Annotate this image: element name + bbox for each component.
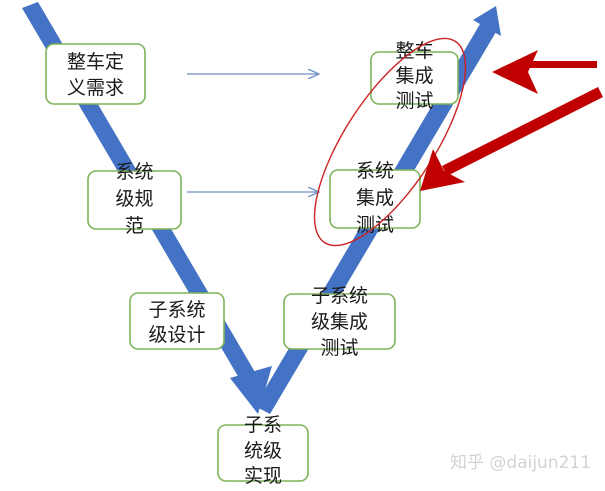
node-subsystem-design-line-1: 子系统 xyxy=(148,299,205,321)
node-vehicle-requirements-line-2: 义需求 xyxy=(67,77,124,99)
node-subsystem-integration-test-line-2: 级集成 xyxy=(311,311,368,333)
pointer-arrow-upper xyxy=(492,50,597,94)
node-system-spec-line-2: 级规 xyxy=(115,188,153,210)
node-subsystem-implementation-line-1: 子系 xyxy=(244,414,282,436)
node-vehicle-integration-test-line-2: 集成 xyxy=(395,65,433,87)
node-subsystem-design: 子系统 级设计 xyxy=(129,292,225,350)
v-right-arrowhead xyxy=(473,6,501,36)
node-subsystem-implementation-line-2: 统级 xyxy=(244,440,282,462)
node-subsystem-integration-test-line-3: 测试 xyxy=(320,337,358,359)
node-vehicle-integration-test-line-3: 测试 xyxy=(395,90,433,112)
node-vehicle-integration-test: 整车 集成 测试 xyxy=(370,40,459,112)
node-subsystem-implementation-line-3: 实现 xyxy=(244,465,282,487)
node-system-integration-test-line-2: 集成 xyxy=(356,187,394,209)
node-system-spec: 系统 级规 范 xyxy=(87,161,182,237)
node-system-integration-test: 系统 集成 测试 xyxy=(329,160,421,236)
node-subsystem-implementation: 子系 统级 实现 xyxy=(217,414,309,487)
node-subsystem-integration-test-line-1: 子系统 xyxy=(311,285,368,307)
node-system-spec-line-3: 范 xyxy=(125,215,144,237)
node-system-integration-test-line-3: 测试 xyxy=(356,214,394,236)
pointer-arrow-lower xyxy=(420,87,603,191)
node-vehicle-requirements: 整车定 义需求 xyxy=(45,43,146,105)
node-vehicle-requirements-line-1: 整车定 xyxy=(67,51,124,73)
watermark-text: 知乎 @daijun211 xyxy=(450,453,591,473)
node-subsystem-integration-test: 子系统 级集成 测试 xyxy=(283,285,396,359)
node-system-integration-test-line-1: 系统 xyxy=(356,160,394,182)
node-subsystem-design-line-2: 级设计 xyxy=(148,324,205,346)
node-system-spec-line-1: 系统 xyxy=(115,161,153,183)
